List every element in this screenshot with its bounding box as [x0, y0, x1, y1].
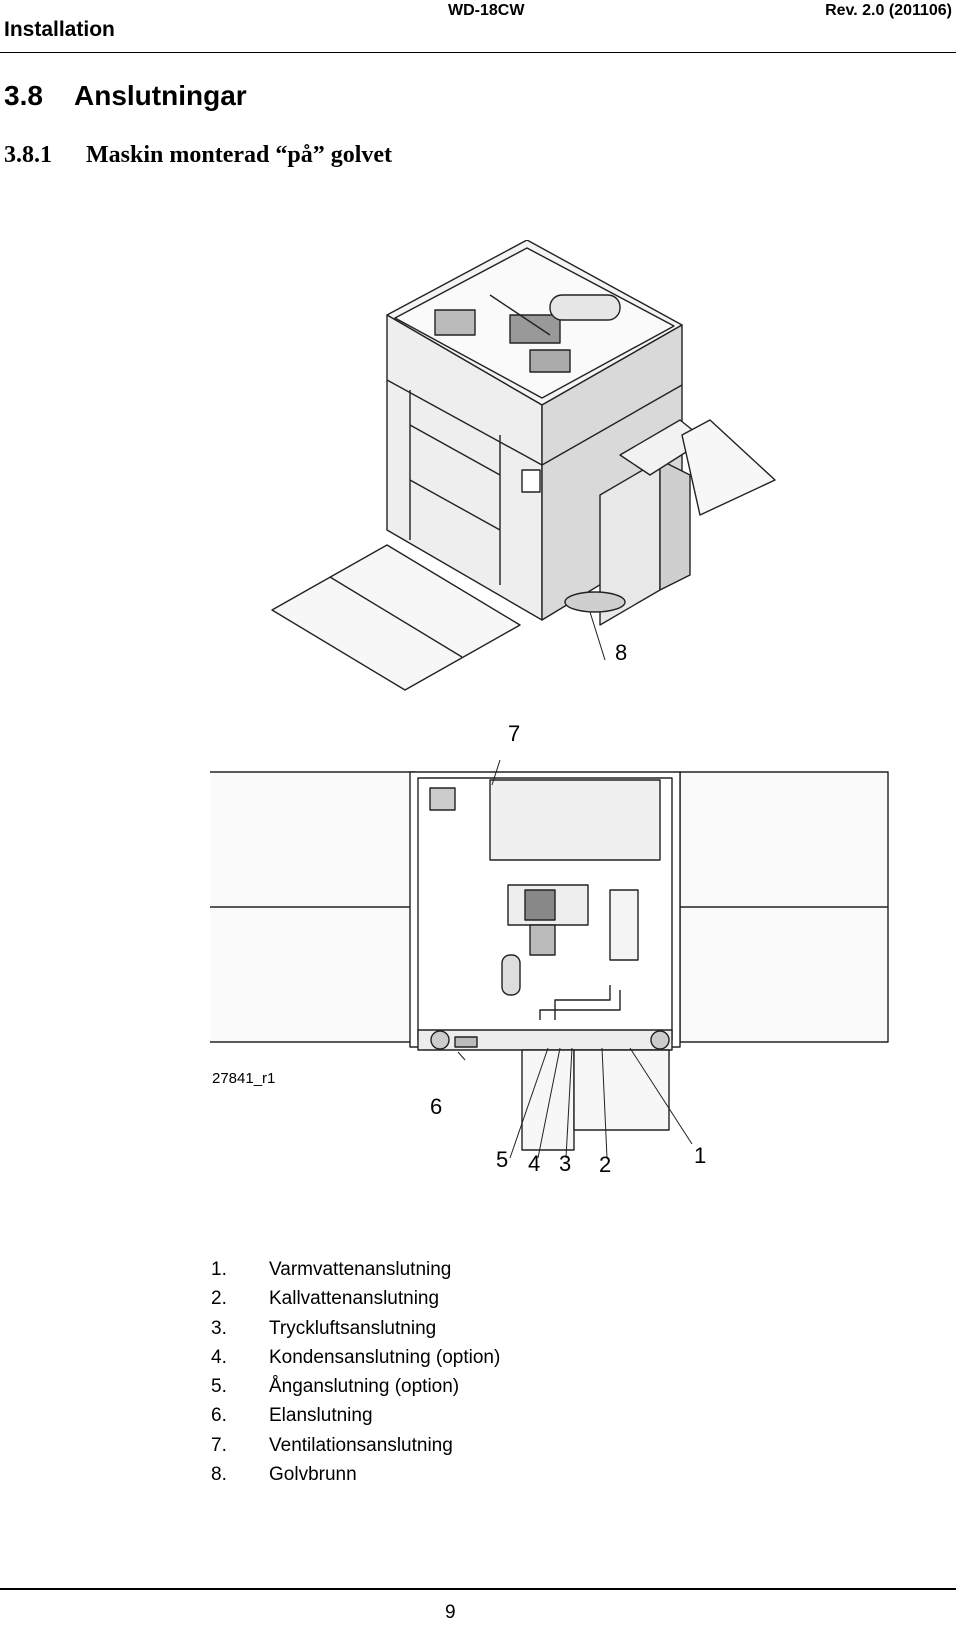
subsection-number: 3.8.1: [4, 142, 52, 168]
callout-5: 5: [496, 1147, 508, 1172]
callout-1: 1: [694, 1143, 706, 1168]
plan-view: [210, 611, 889, 1159]
callout-3: 3: [559, 1151, 571, 1176]
legend-item: 1.Varmvattenanslutning: [211, 1259, 452, 1280]
callout-2: 2: [599, 1152, 611, 1177]
legend-item: 3.Tryckluftsanslutning: [211, 1317, 437, 1339]
header-rule: [0, 52, 956, 53]
subsection-heading: 3.8.1 Maskin monterad “på” golvet: [4, 142, 392, 169]
legend-item: 8.Golvbrunn: [211, 1464, 357, 1486]
section-title: Anslutningar: [74, 80, 247, 111]
section-number: 3.8: [4, 80, 43, 111]
header-revision: Rev. 2.0 (201106): [825, 2, 952, 19]
section-heading: 3.8 Anslutningar: [4, 80, 247, 112]
isometric-view: [271, 240, 776, 691]
drawing-id: 27841_r1: [212, 1070, 275, 1087]
footer-rule: [0, 1588, 956, 1590]
legend-item: 4.Kondensanslutning (option): [211, 1346, 501, 1368]
legend-item: 5.Ånganslutning (option): [211, 1376, 460, 1398]
callout-8: 8: [615, 640, 627, 665]
callout-7: 7: [508, 721, 520, 746]
legend-item: 2.Kallvattenanslutning: [211, 1288, 440, 1310]
legend-item: 6.Elanslutning: [211, 1405, 373, 1427]
callout-6: 6: [430, 1094, 442, 1119]
header-section: Installation: [4, 18, 115, 41]
legend-list: 1.Varmvattenanslutning 2.Kallvattenanslu…: [211, 1255, 500, 1489]
subsection-title: Maskin monterad “på” golvet: [86, 142, 392, 168]
callout-4: 4: [528, 1151, 540, 1176]
page-number: 9: [445, 1602, 456, 1623]
header-model: WD-18CW: [448, 2, 525, 19]
legend-item: 7.Ventilationsanslutning: [211, 1434, 453, 1456]
machine-drawing: 8 7 6 5 4 3 2 1 27841_r1: [210, 240, 889, 1177]
